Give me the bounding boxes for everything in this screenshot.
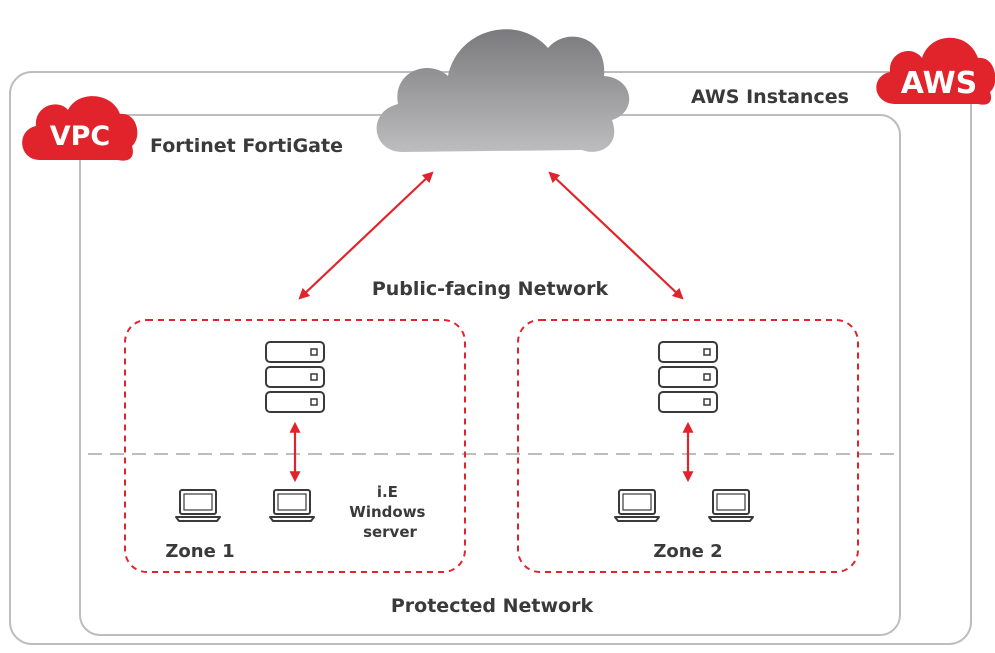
vpc-cloud-icon bbox=[22, 96, 138, 161]
aws-cloud-icon bbox=[876, 37, 995, 105]
zone-2: Zone 2 bbox=[517, 319, 859, 573]
server-note-line: server bbox=[363, 523, 417, 541]
vpc-badge: VPC bbox=[22, 96, 138, 161]
protected-network-label: Protected Network bbox=[391, 595, 594, 617]
aws-badge-text: AWS bbox=[901, 66, 978, 101]
aws-region-border bbox=[9, 71, 972, 645]
server-note-line: i.E bbox=[377, 483, 398, 501]
double-arrow-icon bbox=[298, 171, 434, 300]
server-note: i.E Windows server bbox=[349, 483, 430, 541]
laptop-icon bbox=[269, 489, 315, 522]
zone-2-border bbox=[517, 319, 859, 573]
public-network-label: Public-facing Network bbox=[372, 278, 609, 300]
aws-badge: AWS bbox=[876, 37, 995, 105]
laptop-icon bbox=[175, 489, 221, 522]
zone-1: i.E Windows server Zone 1 bbox=[124, 319, 466, 573]
aws-instances-label: AWS Instances bbox=[691, 86, 849, 108]
server-stack-icon bbox=[658, 341, 718, 413]
fortigate-label: Fortinet FortiGate bbox=[150, 135, 343, 157]
zone-1-label: Zone 1 bbox=[165, 541, 234, 562]
server-stack-icon bbox=[265, 341, 325, 413]
laptop-icon bbox=[614, 489, 660, 522]
zone-1-border bbox=[124, 319, 466, 573]
vpc-badge-text: VPC bbox=[50, 121, 111, 152]
zone-2-label: Zone 2 bbox=[653, 541, 722, 562]
double-arrow-icon bbox=[548, 171, 684, 300]
server-note-line: Windows bbox=[349, 503, 425, 521]
internet-cloud-icon bbox=[376, 29, 630, 152]
laptop-icon bbox=[708, 489, 754, 522]
